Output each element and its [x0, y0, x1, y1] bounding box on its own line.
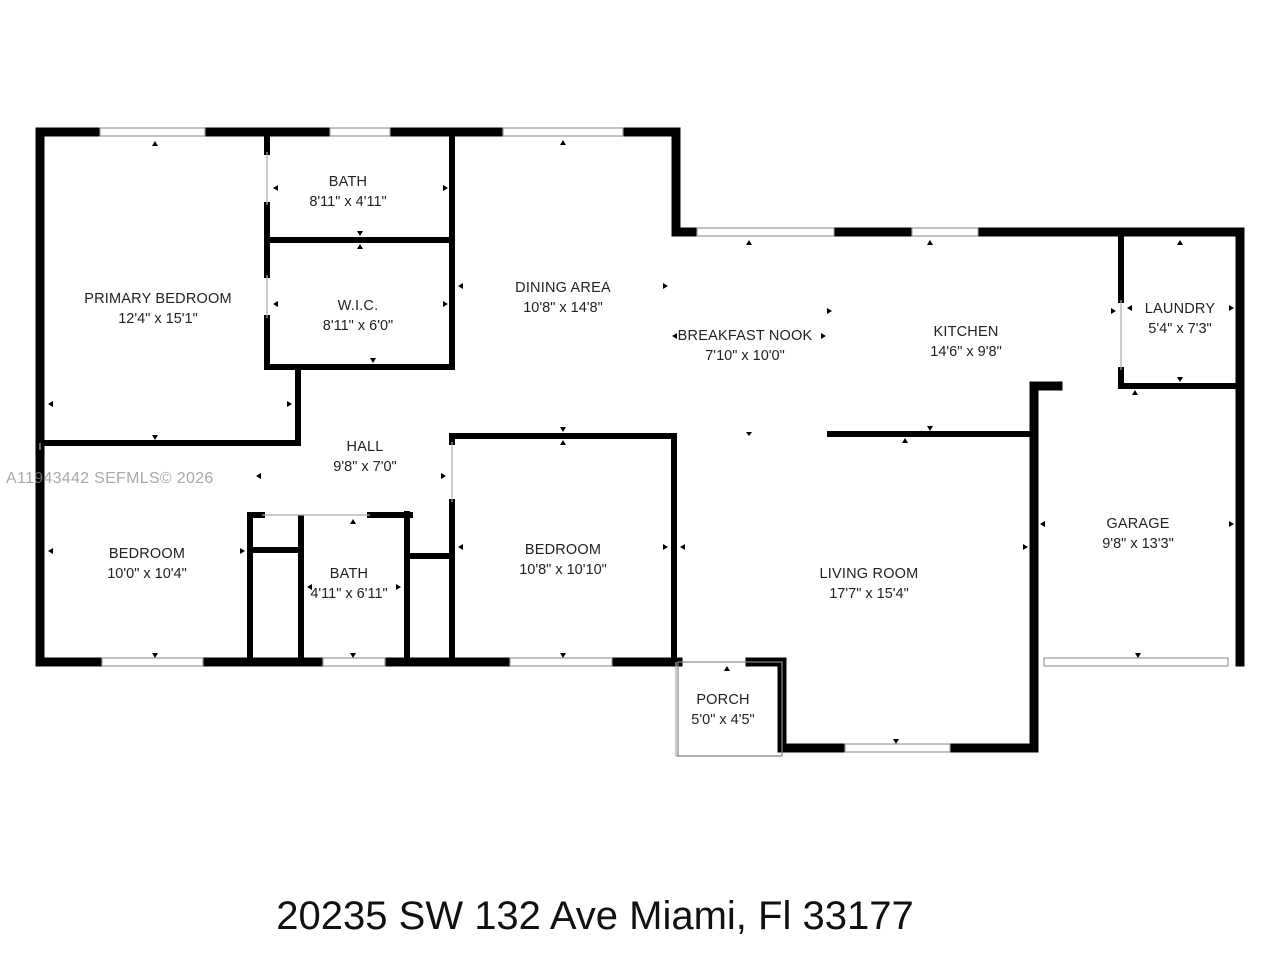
room-name: DINING AREA	[515, 280, 611, 296]
room-bath-primary: BATH 8'11" x 4'11"	[278, 172, 418, 212]
room-wic: W.I.C. 8'11" x 6'0"	[288, 296, 428, 336]
room-kitchen: KITCHEN 14'6" x 9'8"	[896, 322, 1036, 362]
room-name: GARAGE	[1106, 516, 1170, 532]
room-name: PORCH	[696, 692, 750, 708]
room-laundry: LAUNDRY 5'4" x 7'3"	[1130, 299, 1230, 339]
room-name: BATH	[328, 174, 368, 190]
room-name: LIVING ROOM	[819, 566, 919, 582]
room-dining-area: DINING AREA 10'8" x 14'8"	[483, 278, 643, 318]
room-dimensions: 8'11" x 6'0"	[322, 318, 394, 334]
property-address: 20235 SW 132 Ave Miami, Fl 33177	[276, 894, 914, 938]
windows	[99, 127, 1229, 753]
room-dimensions: 8'11" x 4'11"	[309, 194, 387, 210]
room-dimensions: 9'8" x 7'0"	[333, 459, 397, 475]
room-name: BEDROOM	[524, 542, 602, 558]
porch-outline	[677, 661, 783, 757]
room-name: PRIMARY BEDROOM	[84, 291, 232, 307]
room-dimensions: 7'10" x 10'0"	[705, 348, 785, 364]
room-name: HALL	[346, 439, 384, 455]
room-dimensions: 10'8" x 10'10"	[519, 562, 607, 578]
room-hall: HALL 9'8" x 7'0"	[305, 437, 425, 477]
room-dimensions: 10'8" x 14'8"	[523, 300, 603, 316]
room-dimensions: 5'4" x 7'3"	[1148, 321, 1212, 337]
room-garage: GARAGE 9'8" x 13'3"	[1078, 514, 1198, 554]
room-name: W.I.C.	[337, 298, 379, 314]
room-dimensions: 4'11" x 6'11"	[310, 586, 388, 602]
room-name: BREAKFAST NOOK	[677, 328, 813, 344]
room-dimensions: 9'8" x 13'3"	[1102, 536, 1174, 552]
room-bedroom-center: BEDROOM 10'8" x 10'10"	[493, 540, 633, 580]
room-name: BATH	[329, 566, 369, 582]
room-dimensions: 10'0" x 10'4"	[107, 566, 187, 582]
exterior-walls	[35, 127, 1245, 753]
room-primary-bedroom: PRIMARY BEDROOM 12'4" x 15'1"	[58, 289, 258, 329]
room-porch: PORCH 5'0" x 4'5"	[678, 690, 768, 730]
room-living-room: LIVING ROOM 17'7" x 15'4"	[799, 564, 939, 604]
tick-marks	[48, 140, 1234, 744]
room-name: KITCHEN	[933, 324, 999, 340]
interior-walls	[39, 133, 1243, 665]
room-dimensions: 14'6" x 9'8"	[930, 344, 1002, 360]
room-name: LAUNDRY	[1144, 301, 1216, 317]
room-name: BEDROOM	[108, 546, 186, 562]
room-dimensions: 12'4" x 15'1"	[118, 311, 198, 327]
room-dimensions: 17'7" x 15'4"	[829, 586, 909, 602]
room-bath-hall: BATH 4'11" x 6'11"	[299, 564, 399, 604]
room-breakfast-nook: BREAKFAST NOOK 7'10" x 10'0"	[660, 326, 830, 366]
room-dimensions: 5'0" x 4'5"	[691, 712, 755, 728]
room-bedroom-left: BEDROOM 10'0" x 10'4"	[77, 544, 217, 584]
watermark-text: A11943442 SEFMLS© 2026	[6, 470, 214, 487]
